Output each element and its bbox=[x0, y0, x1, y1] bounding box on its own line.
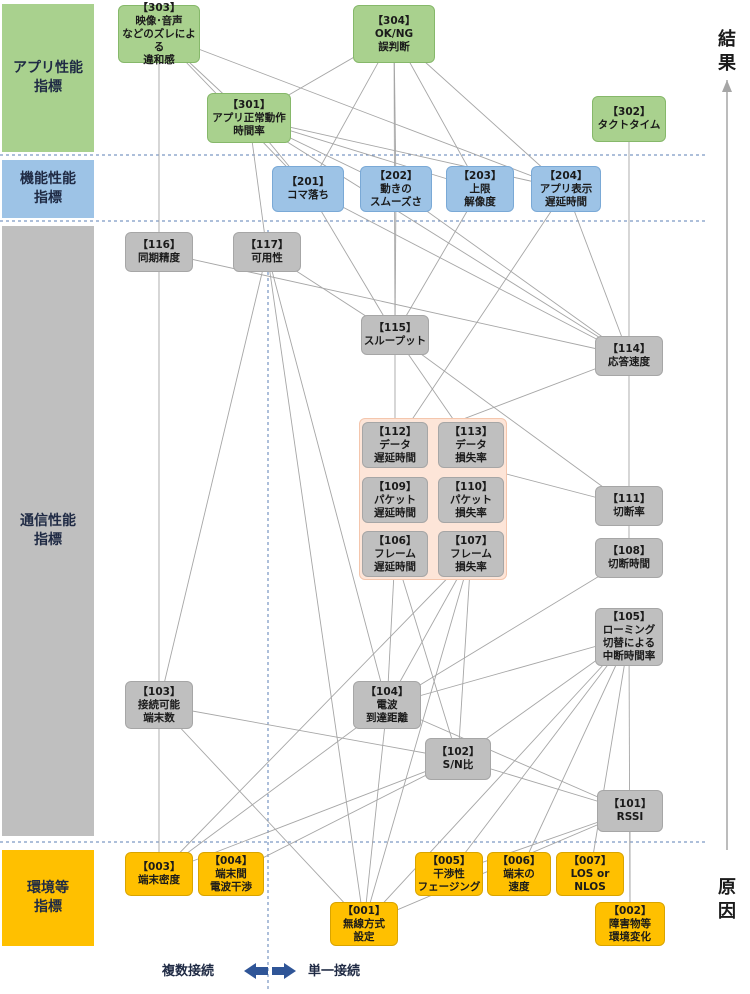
edge-n107-n102 bbox=[457, 553, 472, 760]
edge-n107-n003 bbox=[158, 553, 472, 875]
band-env: 環境等 指標 bbox=[2, 850, 94, 946]
legend-multi-connection: 複数接続 bbox=[162, 964, 215, 979]
edge-n202-n115 bbox=[394, 188, 397, 336]
node-303: 【303】 映像･音声 などのズレによる 違和感 bbox=[118, 2, 200, 66]
edge-n117-n104 bbox=[266, 251, 388, 706]
edge-n203-n115 bbox=[394, 188, 481, 336]
edge-n104-n101 bbox=[386, 704, 631, 812]
edge-n204-n114 bbox=[565, 188, 630, 357]
edge-n105-n001 bbox=[363, 636, 630, 925]
result-label: 結 果 bbox=[718, 29, 736, 74]
node-102: 【102】 S/N比 bbox=[425, 738, 491, 780]
edge-n103-n001 bbox=[158, 704, 365, 925]
edge-n107-n001 bbox=[363, 553, 472, 925]
edge-n117-n001 bbox=[266, 251, 365, 925]
edge-n202-n114 bbox=[395, 188, 630, 357]
node-302: 【302】 タクトタイム bbox=[592, 96, 666, 142]
node-107: 【107】 フレーム 損失率 bbox=[438, 531, 504, 577]
node-004: 【004】 端末間 電波干渉 bbox=[198, 852, 264, 896]
node-003: 【003】 端末密度 bbox=[125, 852, 193, 896]
band-comm: 通信性能 指標 bbox=[2, 226, 94, 836]
node-111: 【111】 切断率 bbox=[595, 486, 663, 526]
edge-n201-n115 bbox=[307, 188, 396, 336]
edge-n103-n102 bbox=[158, 704, 459, 760]
node-108: 【108】 切断時間 bbox=[595, 538, 663, 578]
node-203: 【203】 上限 解像度 bbox=[446, 166, 514, 212]
node-106: 【106】 フレーム 遅延時間 bbox=[362, 531, 428, 577]
edge-n108-n104 bbox=[386, 557, 630, 706]
cause-label: 原 因 bbox=[718, 877, 736, 922]
legend-single-connection: 単一接続 bbox=[308, 964, 361, 979]
edge-n105-n005 bbox=[448, 636, 630, 875]
edge-n104-n003 bbox=[158, 704, 388, 875]
edge-n106-n102 bbox=[394, 553, 459, 760]
node-202: 【202】 動きの スムーズさ bbox=[360, 166, 432, 212]
node-001: 【001】 無線方式 設定 bbox=[330, 902, 398, 946]
edge-n117-n103 bbox=[158, 251, 268, 706]
node-301: 【301】 アプリ正常動作 時間率 bbox=[207, 93, 291, 143]
edge-n104-n001 bbox=[363, 704, 388, 925]
node-109: 【109】 パケット 遅延時間 bbox=[362, 477, 428, 523]
node-103: 【103】 接続可能 端末数 bbox=[125, 681, 193, 729]
edge-n201-n114 bbox=[307, 188, 630, 357]
edge-n115-n111 bbox=[394, 334, 630, 507]
node-114: 【114】 応答速度 bbox=[595, 336, 663, 376]
node-006: 【006】 端末の 速度 bbox=[487, 852, 551, 896]
node-116: 【116】 同期精度 bbox=[125, 232, 193, 272]
edge-n105-n006 bbox=[518, 636, 630, 875]
node-201: 【201】 コマ落ち bbox=[272, 166, 344, 212]
node-117: 【117】 可用性 bbox=[233, 232, 301, 272]
edge-n102-n004 bbox=[230, 758, 459, 875]
edge-n204-n112 bbox=[394, 188, 567, 446]
band-func: 機能性能 指標 bbox=[2, 160, 94, 218]
node-104: 【104】 電波 到達距離 bbox=[353, 681, 421, 729]
node-110: 【110】 パケット 損失率 bbox=[438, 477, 504, 523]
node-115: 【115】 スループット bbox=[361, 315, 429, 355]
edge-n303-n204 bbox=[158, 33, 567, 190]
node-007: 【007】 LOS or NLOS bbox=[556, 852, 624, 896]
node-304: 【304】 OK/NG 誤判断 bbox=[353, 5, 435, 63]
node-204: 【204】 アプリ表示 遅延時間 bbox=[531, 166, 601, 212]
node-105: 【105】 ローミング 切替による 中断時間率 bbox=[595, 608, 663, 666]
node-002: 【002】 障害物等 環境変化 bbox=[595, 902, 665, 946]
node-101: 【101】 RSSI bbox=[597, 790, 663, 832]
node-005: 【005】 干渉性 フェージング bbox=[415, 852, 483, 896]
node-112: 【112】 データ 遅延時間 bbox=[362, 422, 428, 468]
band-app: アプリ性能 指標 bbox=[2, 4, 94, 152]
node-113: 【113】 データ 損失率 bbox=[438, 422, 504, 468]
edge-n105-n104 bbox=[386, 636, 630, 706]
edge-n105-n007 bbox=[589, 636, 630, 875]
edge-n301-n114 bbox=[248, 117, 630, 357]
